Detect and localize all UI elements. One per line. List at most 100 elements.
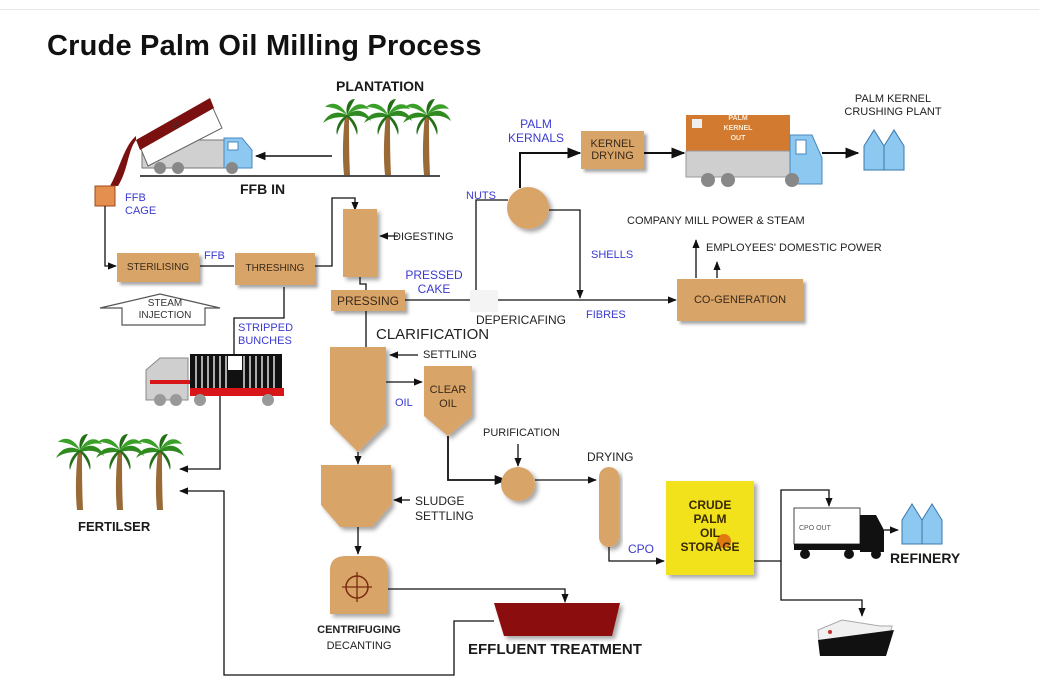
- depericarper-icon: [470, 290, 498, 312]
- ffb-cage-label: FFB CAGE: [125, 192, 156, 218]
- steam-injection-label: STEAM INJECTION: [130, 298, 200, 322]
- settling-label: SETTLING: [423, 349, 477, 361]
- ffb-in-label: FFB IN: [240, 181, 286, 197]
- effluent-treatment-label: EFFLUENT TREATMENT: [468, 641, 642, 658]
- fertiliser-palms-icon: [56, 434, 184, 510]
- clarification-label: CLARIFICATION: [376, 326, 490, 343]
- steam-injection-label-1: STEAM: [147, 298, 183, 309]
- sterilising-label: STERILISING: [126, 261, 190, 273]
- pressed-cake-label: PRESSED CAKE: [405, 268, 463, 296]
- steam-injection-icon: [99, 293, 221, 326]
- clarification-tank-icon: [330, 347, 386, 452]
- company-mill-power-label: COMPANY MILL POWER & STEAM: [627, 215, 805, 227]
- threshing-label: THRESHING: [245, 263, 305, 274]
- threshing-to-bunch-truck-arrow: [230, 287, 285, 365]
- palm-kernals-label: PALM KERNALS: [508, 117, 564, 145]
- cpo-label: CPO: [628, 542, 655, 556]
- storage-label-2: PALM: [693, 512, 727, 526]
- ffb-cage-label-1: FFB: [125, 192, 146, 204]
- cpo-storage-tank: [666, 481, 754, 575]
- centrifuging-label: CENTRIFUGING: [317, 624, 401, 636]
- decanting-label: DECANTING: [326, 640, 392, 652]
- vacuum-dryer-icon: [599, 467, 619, 547]
- kernel-truck-label-2: KERNEL: [723, 125, 753, 132]
- stripped-bunches-label: STRIPPED BUNCHES: [238, 322, 293, 348]
- kernel-drying-label-1: KERNEL: [590, 138, 635, 150]
- kernel-truck-label-1: PALM: [728, 115, 748, 122]
- refinery-building-icon: [901, 503, 943, 545]
- kernel-truck-label: PALM KERNEL OUT: [708, 114, 768, 144]
- clear-oil-tank-icon: [424, 366, 472, 436]
- kernels-to-drying-arrow: [519, 147, 582, 188]
- ffb-tipping-truck-icon: W: [110, 98, 253, 186]
- co-generation-label: CO-GENERATION: [693, 294, 787, 306]
- stripped-bunches-label-2: BUNCHES: [238, 335, 292, 347]
- clear-oil-label-1: CLEAR: [429, 384, 467, 396]
- storage-label-3: OIL: [700, 526, 720, 540]
- digester-tank-icon: [343, 209, 377, 277]
- storage-to-cpo-truck-arrow: [754, 489, 833, 562]
- ffb-cage-icon: [94, 185, 116, 207]
- kernel-drying-label-2: DRYING: [591, 150, 634, 162]
- oil-label: OIL: [395, 397, 413, 409]
- sludge-settling-label-2: SETTLING: [415, 509, 474, 523]
- storage-label-4: STORAGE: [680, 540, 740, 554]
- digester-to-press-line: [359, 277, 367, 290]
- fibres-label: FIBRES: [586, 309, 626, 321]
- pk-crushing-label-1: PALM KERNEL: [854, 93, 932, 105]
- sludge-settling-label: SLUDGE SETTLING: [415, 494, 474, 524]
- centrifuge-to-effluent-arrow: [388, 588, 569, 603]
- shells-label: SHELLS: [591, 249, 634, 261]
- stripped-bunches-label-1: STRIPPED: [238, 322, 294, 334]
- purification-label: PURIFICATION: [483, 427, 560, 439]
- nut-cracker-icon: [507, 187, 549, 229]
- pressing-label: PRESSING: [336, 293, 399, 308]
- digesting-label: DIGESTING: [393, 231, 454, 243]
- crosshair-icon: [342, 572, 372, 602]
- clear-oil-label-2: OIL: [439, 398, 457, 410]
- kernel-truck-label-3: OUT: [730, 135, 746, 142]
- refinery-label: REFINERY: [890, 550, 961, 566]
- employees-domestic-power-label: EMPLOYEES' DOMESTIC POWER: [706, 242, 882, 254]
- co-generation-box: CO-GENERATION: [677, 279, 803, 321]
- cpo-out-truck-label: CPO OUT: [799, 525, 832, 532]
- sterilising-box: STERILISING: [117, 253, 199, 282]
- storage-to-ship-arrow: [780, 561, 866, 617]
- cage-to-sterilising-arrow: [104, 206, 117, 270]
- palm-kernals-label-1: PALM: [520, 117, 552, 131]
- kernel-truck-icon: [685, 115, 823, 187]
- threshing-to-digester-arrow: [315, 197, 359, 267]
- ffb-cage-label-2: CAGE: [125, 205, 157, 217]
- cargo-ship-icon: [817, 619, 894, 656]
- pk-crushing-label-2: CRUSHING PLANT: [844, 106, 942, 118]
- threshing-box: THRESHING: [235, 253, 315, 285]
- effluent-to-fertiliser-arrow: [179, 487, 494, 676]
- purifier-icon: [501, 467, 535, 501]
- drying-label: DRYING: [587, 450, 634, 464]
- palm-kernals-label-2: KERNALS: [508, 131, 565, 145]
- centrifuge-icon: [330, 556, 388, 614]
- empty-bunch-truck-icon: [145, 354, 284, 406]
- effluent-pond-icon: [494, 603, 620, 636]
- fertiliser-label: FERTILSER: [78, 519, 151, 534]
- diagram-title: Crude Palm Oil Milling Process: [47, 30, 482, 62]
- oil-drop-icon: [717, 534, 731, 548]
- plantation-palms-icon: [323, 99, 451, 175]
- pk-crushing-plant-label: PALM KERNEL CRUSHING PLANT: [828, 93, 958, 119]
- cpo-storage-label: CRUDE PALM OIL STORAGE: [666, 498, 754, 554]
- nuts-label: NUTS: [466, 190, 496, 202]
- pressed-cake-label-2: CAKE: [417, 282, 451, 296]
- pressed-cake-label-1: PRESSED: [405, 268, 463, 282]
- clear-oil-label: CLEAR OIL: [424, 383, 472, 411]
- ffb-link-label: FFB: [204, 250, 225, 262]
- pressing-box: PRESSING: [331, 290, 405, 311]
- top-divider: [0, 9, 1039, 10]
- sludge-settling-label-1: SLUDGE: [415, 494, 465, 508]
- depericarping-label: DEPERICAFING: [476, 313, 567, 327]
- kernel-drying-box: KERNEL DRYING: [581, 131, 644, 169]
- cpo-out-truck-icon: [793, 507, 884, 559]
- plantation-label: PLANTATION: [336, 78, 425, 94]
- bunch-truck-to-fertiliser-arrow: [179, 396, 221, 473]
- shells-to-fibres-arrow: [549, 209, 584, 299]
